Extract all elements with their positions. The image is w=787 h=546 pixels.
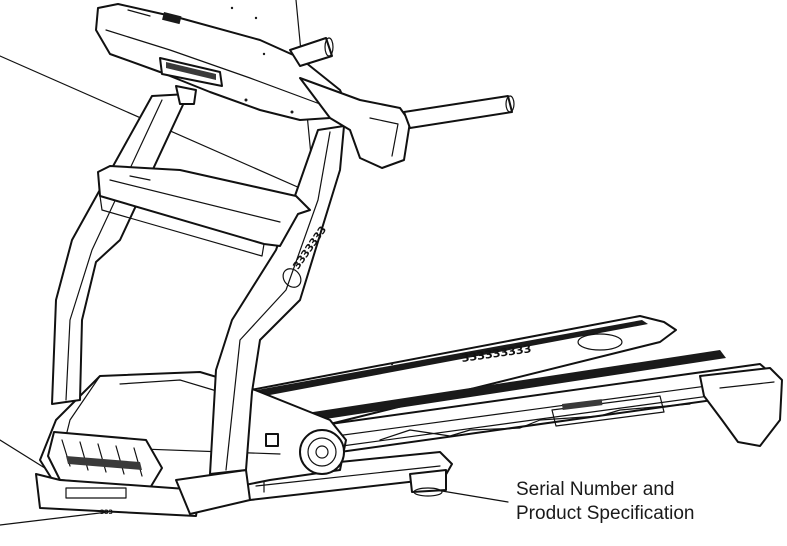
console-tray-shadow <box>166 62 216 80</box>
console-dot-5 <box>254 16 258 20</box>
upright-right-edge <box>225 131 331 471</box>
handlebar-right-end <box>505 95 515 113</box>
power-switch <box>265 433 279 447</box>
tray-front <box>99 195 265 257</box>
deck-dot <box>390 362 394 366</box>
deck-stripe-right <box>300 350 726 422</box>
console-dot-1 <box>244 98 248 102</box>
serial-number-label: Serial Number and Product Specification <box>516 478 695 526</box>
grille-slat-4 <box>115 445 125 475</box>
motor-hood: ЗЗЗ <box>35 371 347 517</box>
leader-line-lower-left <box>0 439 49 471</box>
handlebar-right <box>403 95 513 129</box>
base-plate-mark: ЗЗЗ <box>100 509 113 516</box>
deck-logo-emblem <box>577 333 623 351</box>
console <box>95 3 411 366</box>
console-dot-3 <box>262 52 266 56</box>
hood-ridge <box>119 379 221 393</box>
end-cap-line <box>719 381 775 389</box>
deck-step-pads <box>379 403 691 441</box>
base-plate-slot <box>65 487 127 499</box>
handlebars <box>289 37 515 129</box>
side-decal <box>551 395 665 427</box>
deck-rail-line-2 <box>341 387 769 447</box>
base-rail-line <box>255 465 441 487</box>
upright-logo-emblem <box>282 268 302 288</box>
leader-line-bottom-left <box>0 511 109 526</box>
motor-wheel-inner <box>307 437 337 467</box>
right-arm-edge <box>369 117 399 157</box>
foot-pad <box>413 487 443 497</box>
deck-rail-line <box>335 377 767 437</box>
motor-wheel-outer <box>299 429 345 475</box>
upright-left <box>51 93 189 405</box>
console-ridge <box>105 29 321 105</box>
serial-label-line-2: Product Specification <box>516 503 695 524</box>
running-deck: ЗЗЗЗЗЗЗЗЗ <box>239 315 783 453</box>
tray-slot <box>129 175 151 181</box>
base-foot <box>409 469 447 493</box>
handlebar-left <box>289 37 333 67</box>
console-right-arm <box>299 77 411 169</box>
tray-top <box>97 165 311 247</box>
grille-shadow <box>66 456 142 470</box>
console-dot-4 <box>230 6 234 10</box>
rear-end-cap <box>699 367 783 447</box>
console-detail <box>127 9 151 17</box>
serial-label-line-1: Serial Number and <box>516 479 675 500</box>
grille-slat-3 <box>97 443 107 473</box>
console-dot-2 <box>290 110 294 114</box>
handlebar-left-end <box>324 37 334 57</box>
side-decal-bar <box>562 399 603 410</box>
motor-wheel-hub <box>315 445 329 459</box>
console-badge <box>162 11 182 25</box>
console-mast <box>175 85 197 105</box>
deck-stripe-left <box>246 320 648 398</box>
tray-lip <box>109 179 281 223</box>
center-handle-tray <box>97 165 311 257</box>
